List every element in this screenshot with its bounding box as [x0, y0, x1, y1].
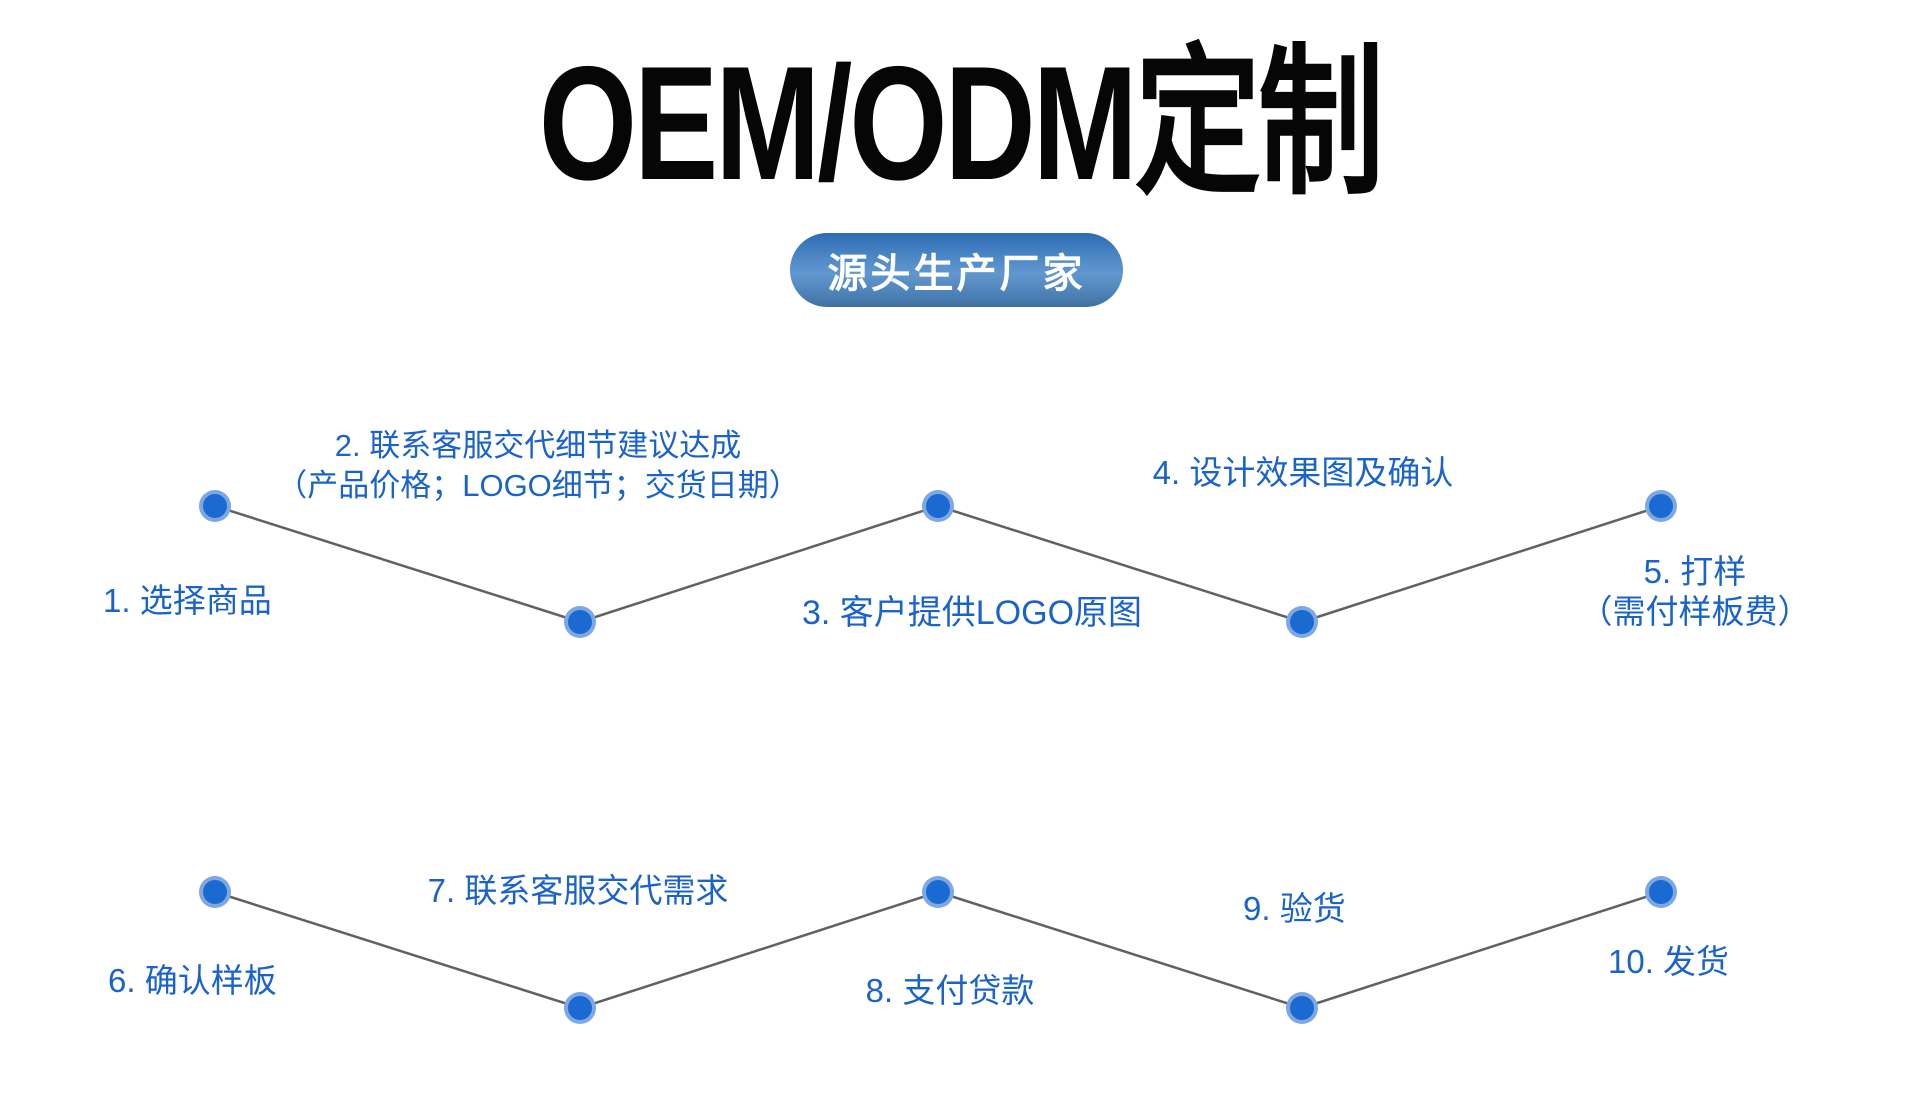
flow-step-2-label: 2. 联系客服交代细节建议达成 （产品价格；LOGO细节；交货日期） [276, 426, 800, 506]
source-factory-badge-label: 源头生产厂家 [827, 252, 1086, 296]
flow-node-dot [199, 490, 231, 522]
flow-step-2-subtext: （产品价格；LOGO细节；交货日期） [276, 468, 800, 503]
flow-step-4-label: 4. 设计效果图及确认 [1153, 452, 1454, 494]
flow-step-5-label: 5. 打样 （需付样板费） [1580, 552, 1811, 632]
flow-node-dot [1286, 606, 1318, 638]
flow-step-6-text: 6. 确认样板 [108, 962, 277, 999]
flow-step-5-subtext: （需付样板费） [1579, 593, 1811, 630]
flow-node-dot [199, 876, 231, 908]
flow-step-3-text: 3. 客户提供LOGO原图 [801, 594, 1143, 632]
source-factory-badge: 源头生产厂家 [790, 233, 1123, 307]
flow-step-5-text: 5. 打样 [1643, 553, 1747, 590]
flow-step-10-label: 10. 发货 [1608, 941, 1729, 983]
flow-node-dot [1286, 992, 1318, 1024]
flow-node-dot [922, 876, 954, 908]
flow-step-3-label: 3. 客户提供LOGO原图 [802, 592, 1142, 634]
flow-node-dot [1645, 490, 1677, 522]
flow-step-7-text: 7. 联系客服交代需求 [427, 872, 729, 909]
flow-step-1-label: 1. 选择商品 [103, 580, 272, 622]
flow-node-dot [922, 490, 954, 522]
flow-step-9-label: 9. 验货 [1243, 888, 1346, 930]
flow-step-1-text: 1. 选择商品 [103, 582, 272, 619]
flow-node-dot [564, 606, 596, 638]
flow-step-4-text: 4. 设计效果图及确认 [1152, 454, 1454, 491]
page-title: OEM/ODM定制 [538, 32, 1384, 214]
flow-step-6-label: 6. 确认样板 [108, 960, 277, 1002]
flow-step-2-text: 2. 联系客服交代细节建议达成 [334, 428, 742, 463]
flow-step-10-text: 10. 发货 [1608, 943, 1730, 980]
flow-step-8-label: 8. 支付贷款 [866, 970, 1035, 1012]
flow-step-8-text: 8. 支付贷款 [865, 972, 1035, 1009]
flow-step-7-label: 7. 联系客服交代需求 [428, 870, 729, 912]
flow-step-9-text: 9. 验货 [1243, 890, 1346, 927]
flow-node-dot [1645, 876, 1677, 908]
flow-node-dot [564, 992, 596, 1024]
